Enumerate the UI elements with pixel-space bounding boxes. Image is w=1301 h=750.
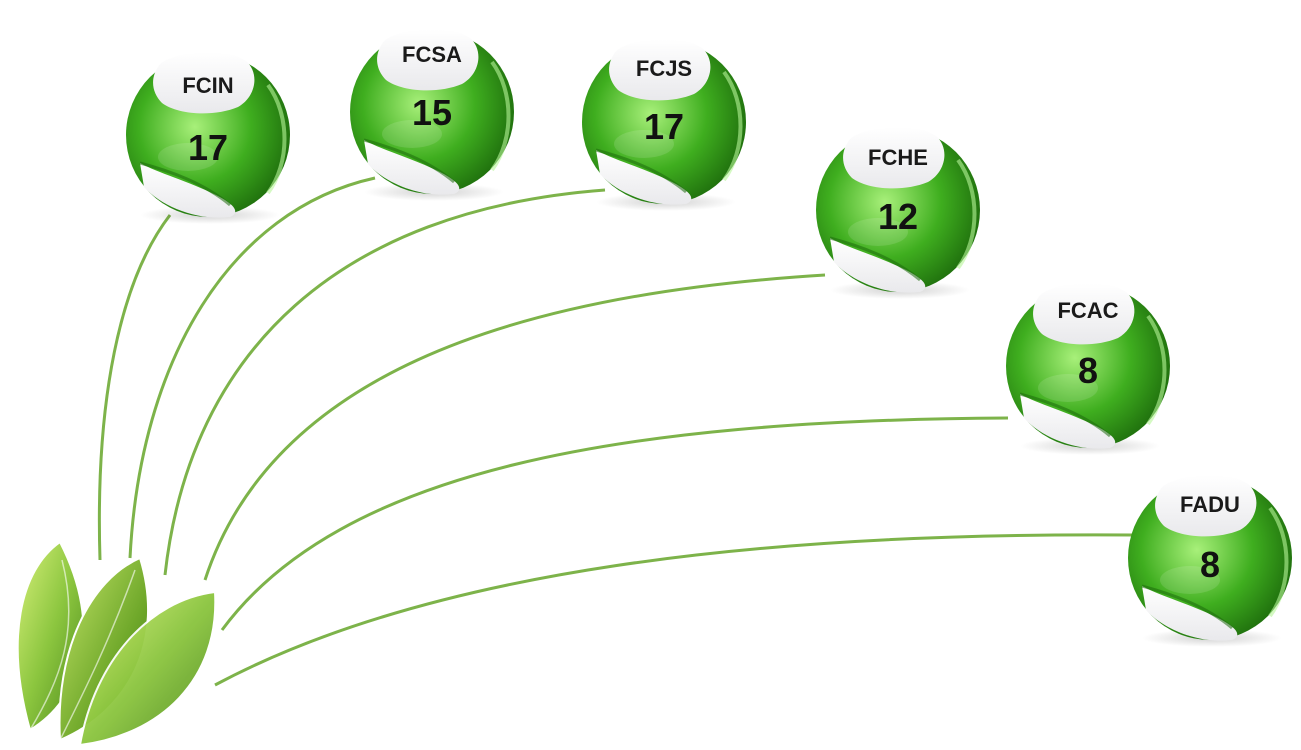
node-value: 17 [187,127,229,168]
leaf-cluster-icon [16,540,217,747]
node-label: FCAC [1057,298,1119,323]
sphere-icon [1128,475,1292,647]
node-label: FCJS [635,56,693,81]
sphere-icon [816,127,980,299]
node-value: 15 [411,92,453,133]
node-label: FCHE [868,145,928,170]
node-fcjs[interactable]: FCJS 17 [574,32,754,212]
sphere-icon [350,29,514,201]
link-fcsa [128,176,376,559]
sphere-icon [1006,283,1170,455]
link-fcjs [163,188,606,576]
node-value: 8 [1199,544,1221,585]
node-fadu[interactable]: FADU 8 [1120,468,1300,648]
node-label: FADU [1180,492,1240,517]
node-fche[interactable]: FCHE 12 [808,120,988,300]
link-fcac [220,416,1009,631]
node-fcac[interactable]: FCAC 8 [998,276,1178,456]
node-label: FCSA [402,42,462,67]
node-fcin[interactable]: FCIN 17 [118,45,298,225]
sphere-icon [582,39,746,211]
sphere-icon [126,52,290,224]
node-value: 8 [1077,350,1099,391]
link-fche [203,273,826,581]
node-value: 17 [643,106,685,147]
node-fcsa[interactable]: FCSA 15 [342,22,522,202]
link-fadu [214,533,1136,687]
node-value: 12 [877,196,919,237]
link-fcin [97,214,172,561]
node-label: FCIN [182,73,234,98]
